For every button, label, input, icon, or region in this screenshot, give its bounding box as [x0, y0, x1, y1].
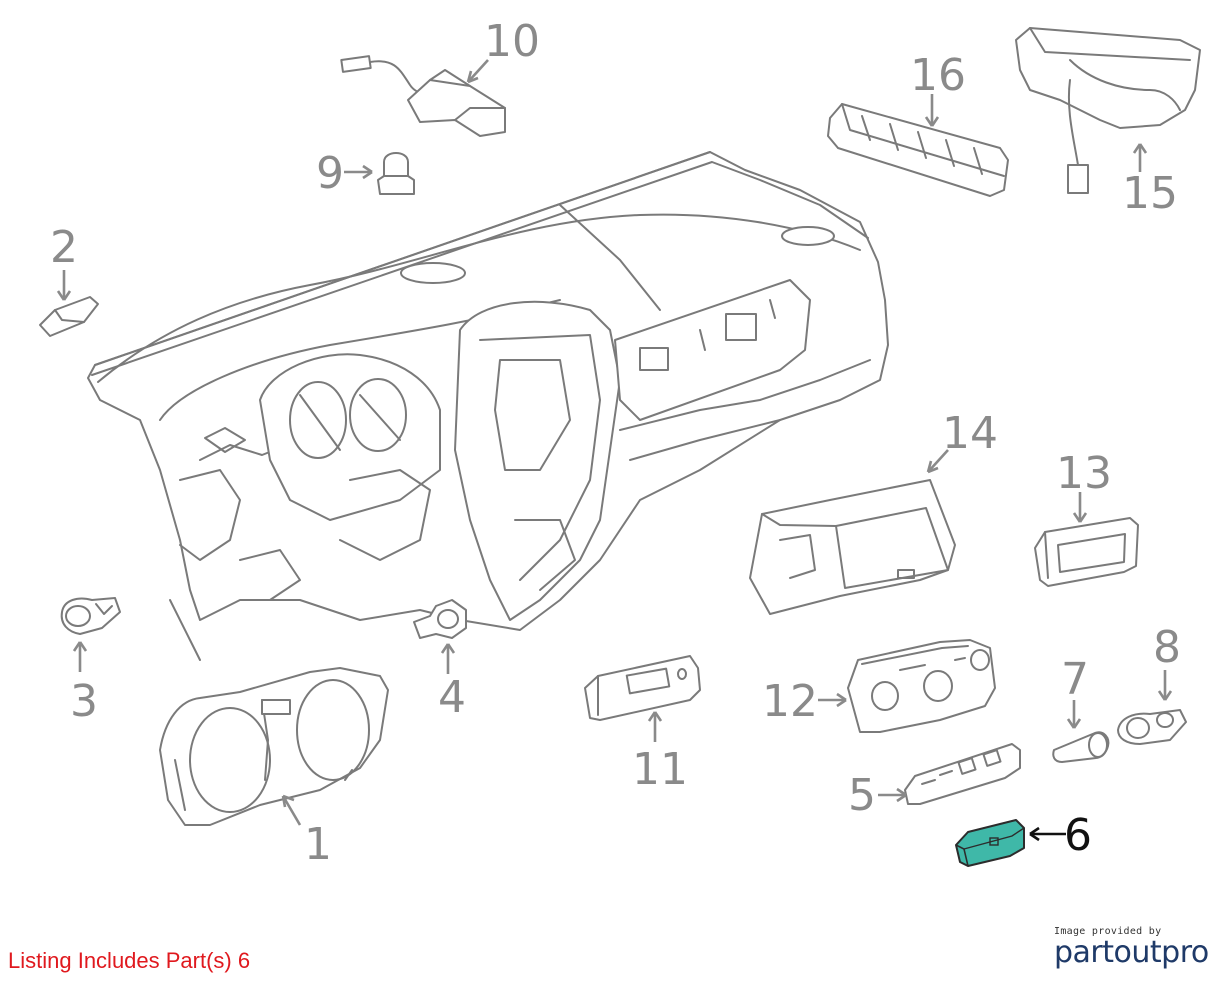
part-4-component — [413, 599, 467, 674]
part-8-component — [1117, 670, 1187, 745]
part-12-climate-control — [818, 639, 996, 733]
callout-16: 16 — [910, 50, 966, 101]
callout-10: 10 — [484, 16, 540, 67]
callout-2: 2 — [50, 222, 78, 273]
callout-13: 13 — [1056, 448, 1112, 499]
callout-7: 7 — [1061, 654, 1089, 705]
callout-12: 12 — [762, 676, 818, 727]
part-15-harness-switch — [1015, 27, 1201, 194]
callout-8: 8 — [1153, 622, 1181, 673]
part-5-switch — [878, 743, 1021, 805]
listing-note: Listing Includes Part(s) 6 — [8, 948, 251, 973]
callout-1: 1 — [304, 819, 332, 870]
callout-4: 4 — [438, 672, 466, 723]
partoutpro-logo: partoutpro — [1054, 935, 1209, 970]
part-9-component — [344, 152, 415, 195]
dashboard-illustration — [87, 151, 889, 661]
part-7-component — [1052, 700, 1110, 763]
callout-14: 14 — [942, 408, 998, 459]
callout-labels: 1 2 3 4 5 6 7 8 9 10 11 12 13 14 15 16 — [50, 16, 1181, 870]
callout-5: 5 — [848, 770, 876, 821]
callout-11: 11 — [632, 744, 688, 795]
part-16-panel-strip — [827, 94, 1009, 197]
part-11-radio-unit — [584, 655, 701, 742]
part-2-component — [39, 270, 99, 337]
callout-9: 9 — [316, 148, 344, 199]
part-10-wire-harness — [340, 55, 506, 137]
part-13-module — [1034, 492, 1139, 587]
image-credit: Image provided by partoutpro — [1054, 926, 1214, 969]
part-1-instrument-cluster — [159, 667, 389, 826]
part-3-component — [60, 597, 121, 672]
callout-3: 3 — [70, 676, 98, 727]
part-6-highlighted-switch — [955, 819, 1066, 867]
part-14-display-unit — [749, 449, 956, 615]
callout-15: 15 — [1122, 168, 1178, 219]
credit-caption: Image provided by — [1054, 926, 1162, 937]
callout-6: 6 — [1064, 810, 1092, 861]
